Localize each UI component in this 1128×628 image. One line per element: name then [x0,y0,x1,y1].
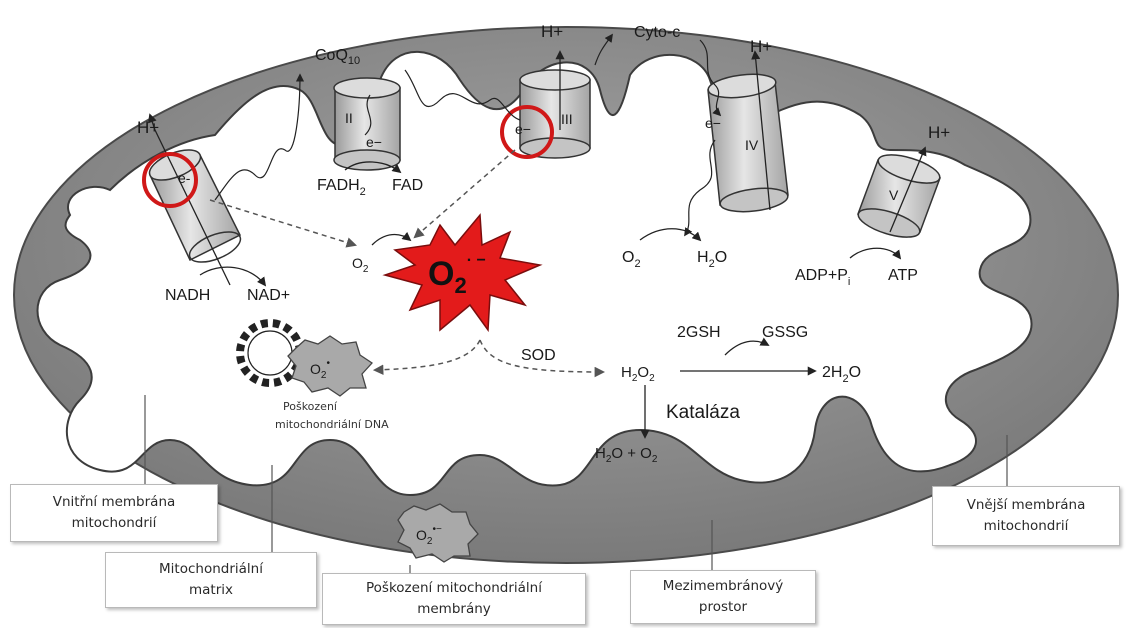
matrix-line-1: Mitochondriální [106,559,316,580]
gssg-label: GSSG [762,324,808,341]
c3-h-label: H+ [541,22,563,41]
fad-label: FAD [392,177,423,194]
nadh-label: NADH [165,287,210,304]
matrix-label: Mitochondriální matrix [105,552,317,608]
atp-label: ATP [888,267,918,284]
membrane-damage-line-2: membrány [323,599,585,620]
katalaza-label: Kataláza [666,402,740,423]
dna-damage-caption-1: Poškození [283,400,338,413]
dna-damage-caption-2: mitochondriální DNA [275,418,389,431]
c3-name: III [561,111,573,127]
c4-e-label: e− [705,115,721,131]
c5-h-label: H+ [928,123,950,142]
intermembrane-line-2: prostor [631,597,815,618]
matrix-line-2: matrix [106,580,316,601]
nad-label: NAD+ [247,287,290,304]
c4-name: IV [745,137,759,153]
gsh-label: 2GSH [677,324,721,341]
intermembrane-label: Mezimembránový prostor [630,570,816,624]
complex-ii [334,78,400,170]
membrane-damage-line-1: Poškození mitochondriální [323,578,585,599]
outer-membrane-line-1: Vnější membrána [933,495,1119,516]
c5-name: V [889,187,899,203]
inner-membrane-line-2: mitochondrií [11,513,217,534]
outer-membrane-line-2: mitochondrií [933,516,1119,537]
c4-h-label: H+ [750,37,772,56]
c2-name: II [345,110,353,126]
cyto-c-label: Cyto-c [634,24,680,41]
c1-h-label: H+ [137,118,159,137]
inner-membrane-line-1: Vnitřní membrána [11,492,217,513]
sod-label: SOD [521,347,556,364]
outer-membrane-label: Vnější membrána mitochondrií [932,486,1120,546]
c3-e-label: e− [515,121,531,137]
inner-membrane-label: Vnitřní membrána mitochondrií [10,484,218,542]
membrane-damage-label: Poškození mitochondriální membrány [322,573,586,625]
c1-e-label: e- [178,170,191,186]
c2-e-label: e− [366,134,382,150]
intermembrane-line-1: Mezimembránový [631,576,815,597]
